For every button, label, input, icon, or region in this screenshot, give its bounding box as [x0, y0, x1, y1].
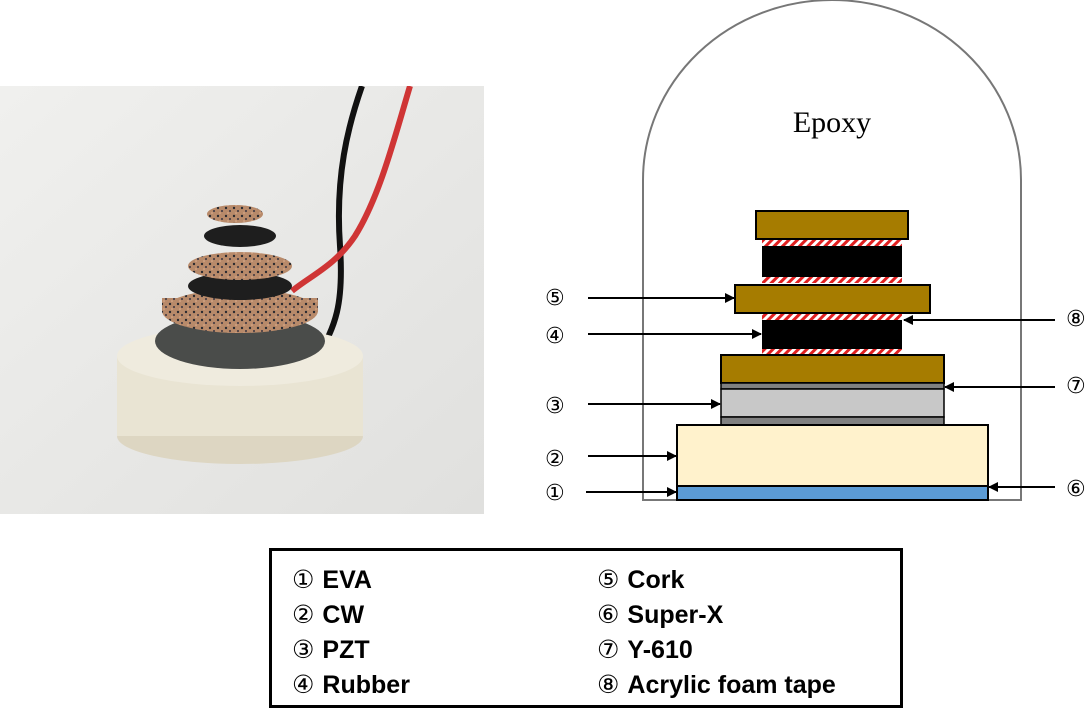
legend-number: ④: [292, 670, 315, 699]
layer-cork-bottom: [720, 354, 945, 384]
legend-label: EVA: [322, 566, 372, 594]
legend-number: ①: [292, 565, 315, 594]
legend-label: Acrylic foam tape: [627, 671, 836, 699]
legend-number: ③: [292, 635, 315, 664]
callout-6: ⑥: [1066, 477, 1086, 502]
legend-number: ⑦: [597, 635, 620, 664]
rubber-disk-lower: [188, 272, 292, 300]
epoxy-label: Epoxy: [793, 106, 871, 139]
layer-pzt: [720, 388, 945, 418]
cork-disk-top: [207, 205, 263, 223]
legend-label: PZT: [322, 636, 370, 664]
callout-7: ⑦: [1066, 374, 1086, 399]
cross-section-diagram: Epoxy ⑤ ④ ③ ② ① ⑧ ⑦ ⑥: [545, 0, 1086, 506]
callout-3: ③: [545, 394, 565, 419]
legend-label: Super-X: [627, 601, 724, 629]
layer-y610-bottom: [720, 416, 945, 426]
layer-tape-2: [762, 277, 902, 283]
callout-2: ②: [545, 447, 565, 472]
black-wire: [315, 86, 365, 358]
layer-tape-3: [762, 314, 902, 320]
layer-y610-top: [720, 382, 945, 390]
callout-4: ④: [545, 324, 565, 349]
legend-number: ⑥: [597, 600, 620, 629]
layer-eva: [676, 485, 989, 501]
layer-cork-middle: [734, 284, 931, 314]
legend-label: CW: [322, 601, 365, 629]
legend-number: ⑧: [597, 670, 620, 699]
transducer-photo: [0, 86, 484, 514]
layer-rubber-top: [762, 246, 902, 278]
layer-cw: [676, 424, 989, 487]
layer-tape-4: [762, 349, 902, 354]
callout-1: ①: [545, 481, 565, 506]
layer-cork-top: [755, 210, 909, 240]
layer-tape-1: [762, 240, 902, 246]
red-wire: [290, 86, 413, 294]
layer-rubber-bottom: [762, 320, 902, 350]
legend-number: ②: [292, 600, 315, 629]
callout-5: ⑤: [545, 286, 565, 311]
callout-8: ⑧: [1066, 307, 1086, 332]
epoxy-enclosure: [642, 0, 1022, 501]
cork-disk-middle: [188, 252, 292, 280]
legend-label: Rubber: [322, 671, 410, 699]
legend-number: ⑤: [597, 565, 620, 594]
rubber-disk-upper: [204, 225, 276, 247]
legend-label: Y-610: [627, 636, 693, 664]
legend-label: Cork: [627, 566, 685, 594]
